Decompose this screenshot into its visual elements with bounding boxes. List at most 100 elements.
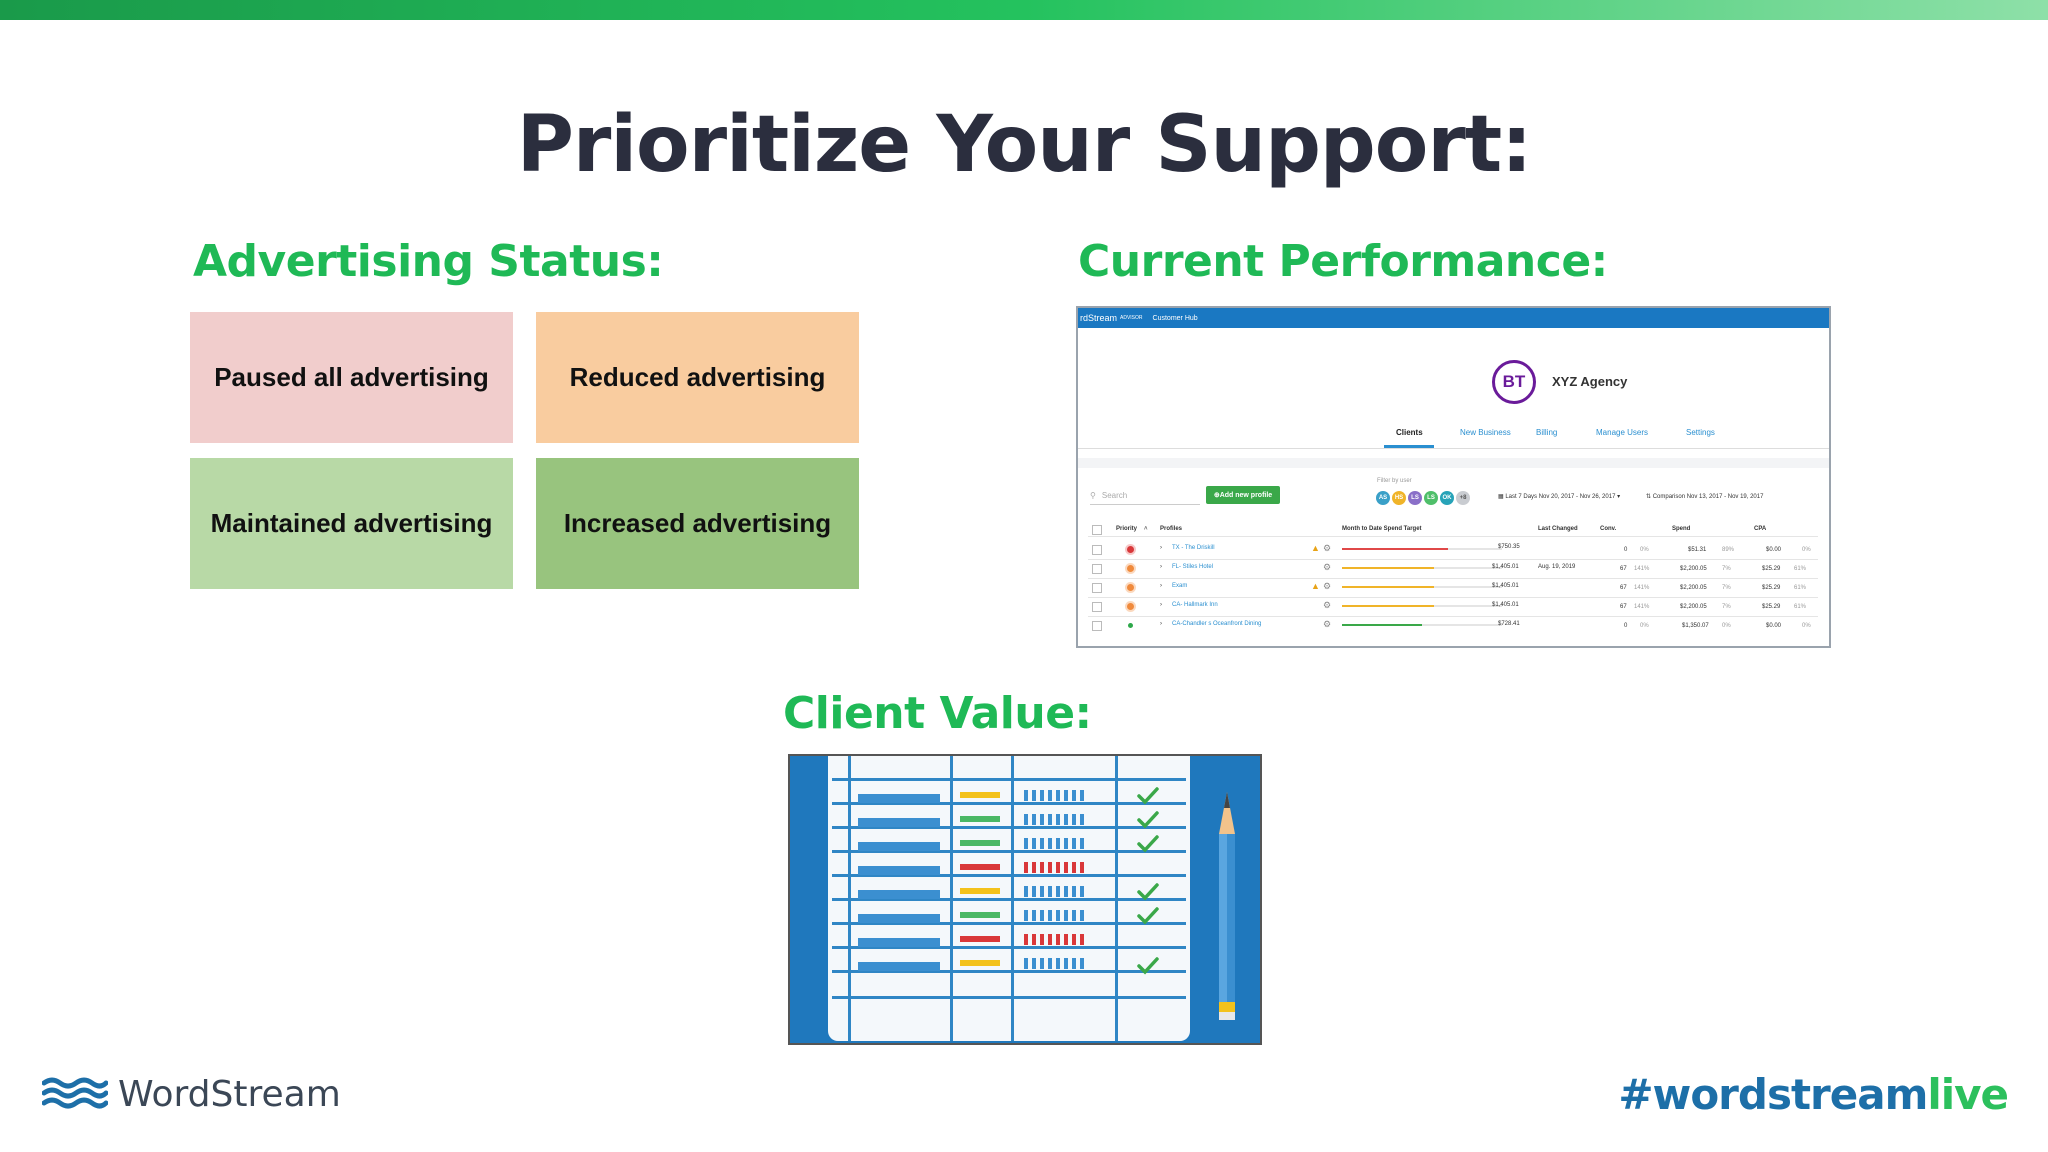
date-range-picker[interactable]: ▦ Last 7 Days Nov 20, 2017 - Nov 26, 201… xyxy=(1498,494,1621,500)
row-checkbox[interactable] xyxy=(1092,564,1102,574)
cell-bar xyxy=(858,794,940,803)
user-avatar[interactable]: HS xyxy=(1392,491,1406,505)
tab-manage-users[interactable]: Manage Users xyxy=(1596,428,1649,437)
col-conv[interactable]: Conv. xyxy=(1600,526,1617,532)
check-icon xyxy=(1137,883,1159,901)
tick-cells xyxy=(1024,838,1088,849)
tick-cells xyxy=(1024,958,1088,969)
col-spend[interactable]: Spend xyxy=(1672,526,1691,532)
col-priority[interactable]: Priority xyxy=(1116,526,1138,532)
spend-bar-fill xyxy=(1342,586,1434,588)
performance-screenshot: rdStream ADVISOR Customer Hub BT XYZ Age… xyxy=(1076,306,1831,648)
user-avatar[interactable]: LS xyxy=(1408,491,1422,505)
gear-icon[interactable]: ⚙ xyxy=(1323,600,1332,610)
profile-link[interactable]: CA-Chandler s Oceanfront Dining xyxy=(1172,621,1262,627)
spend-value: $2,200.05 xyxy=(1680,585,1707,591)
col-spend-target[interactable]: Month to Date Spend Target xyxy=(1342,526,1422,532)
status-box-increased: Increased advertising xyxy=(536,458,859,589)
col-last-changed[interactable]: Last Changed xyxy=(1538,526,1578,532)
conv-pct: 141% xyxy=(1634,585,1650,591)
add-profile-button[interactable]: ⊕Add new profile xyxy=(1206,486,1280,504)
spend-target-value: $1,405.01 xyxy=(1492,564,1519,570)
last-changed-value: Aug. 19, 2019 xyxy=(1538,564,1576,570)
tab-settings[interactable]: Settings xyxy=(1686,428,1715,437)
row-checkbox[interactable] xyxy=(1092,545,1102,555)
select-all-checkbox[interactable] xyxy=(1092,525,1102,535)
gear-icon[interactable]: ⚙ xyxy=(1323,581,1332,591)
cpa-pct: 61% xyxy=(1794,604,1807,610)
check-icon xyxy=(1137,835,1159,853)
expand-chevron-icon[interactable]: › xyxy=(1160,583,1162,589)
tab-new-business[interactable]: New Business xyxy=(1460,428,1511,437)
status-dash xyxy=(960,912,1000,918)
grid-line xyxy=(832,826,1186,829)
cpa-value: $25.29 xyxy=(1762,604,1781,610)
conv-pct: 0% xyxy=(1640,547,1649,553)
status-box-label: Increased advertising xyxy=(563,508,832,538)
perf-app-header: rdStream ADVISOR Customer Hub xyxy=(1078,308,1829,328)
spend-bar-fill xyxy=(1342,624,1422,626)
expand-chevron-icon[interactable]: › xyxy=(1160,564,1162,570)
user-avatar[interactable]: AS xyxy=(1376,491,1390,505)
gear-icon[interactable]: ⚙ xyxy=(1323,562,1332,572)
check-icon xyxy=(1137,957,1159,975)
gear-icon[interactable]: ⚙ xyxy=(1323,543,1332,553)
tab-billing[interactable]: Billing xyxy=(1536,428,1558,437)
tab-clients[interactable]: Clients xyxy=(1396,428,1423,437)
agency-name: XYZ Agency xyxy=(1552,374,1628,389)
search-input[interactable]: ⚲ Search xyxy=(1090,486,1200,505)
status-box-paused: Paused all advertising xyxy=(190,312,513,443)
expand-chevron-icon[interactable]: › xyxy=(1160,545,1162,551)
check-icon xyxy=(1137,787,1159,805)
status-dash xyxy=(960,960,1000,966)
current-performance-heading: Current Performance: xyxy=(1078,236,1608,287)
check-icon xyxy=(1137,811,1159,829)
perf-hub-link[interactable]: Customer Hub xyxy=(1152,314,1198,322)
top-accent-bar xyxy=(0,0,2048,20)
agency-logo: BT xyxy=(1492,360,1536,404)
spend-value: $2,200.05 xyxy=(1680,566,1707,572)
conv-value: 0 xyxy=(1624,623,1628,629)
comparison-text: Comparison Nov 13, 2017 - Nov 19, 2017 xyxy=(1652,494,1764,500)
row-checkbox[interactable] xyxy=(1092,583,1102,593)
col-cpa[interactable]: CPA xyxy=(1754,526,1767,532)
swap-icon: ⇅ xyxy=(1646,494,1653,500)
wordstream-waves-icon xyxy=(42,1077,108,1109)
profile-link[interactable]: Exam xyxy=(1172,583,1188,589)
more-users-avatar[interactable]: +8 xyxy=(1456,491,1470,505)
cpa-pct: 61% xyxy=(1794,585,1807,591)
filter-label: Filter by user xyxy=(1377,478,1412,484)
user-avatar[interactable]: LS xyxy=(1424,491,1438,505)
spend-pct: 0% xyxy=(1722,623,1731,629)
priority-dot xyxy=(1127,546,1134,553)
comparison-range[interactable]: ⇅ Comparison Nov 13, 2017 - Nov 19, 2017 xyxy=(1646,493,1763,500)
user-avatar[interactable]: OK xyxy=(1440,491,1454,505)
status-dash xyxy=(960,936,1000,942)
profile-link[interactable]: TX - The Driskill xyxy=(1172,545,1215,551)
spend-pct: 7% xyxy=(1722,604,1731,610)
expand-chevron-icon[interactable]: › xyxy=(1160,621,1162,627)
sort-arrow-icon[interactable]: ˄ xyxy=(1144,526,1148,532)
perf-gray-band xyxy=(1078,458,1829,468)
tick-cells xyxy=(1024,814,1088,825)
cell-bar xyxy=(858,818,940,827)
col-profiles[interactable]: Profiles xyxy=(1160,526,1183,532)
expand-chevron-icon[interactable]: › xyxy=(1160,602,1162,608)
perf-tabs: Clients New Business Billing Manage User… xyxy=(1078,428,1829,444)
client-value-illustration xyxy=(788,754,1262,1045)
gear-icon[interactable]: ⚙ xyxy=(1323,619,1332,629)
header-divider xyxy=(1088,536,1818,537)
plus-icon: ⊕ xyxy=(1213,492,1220,499)
slide-title: Prioritize Your Support: xyxy=(516,100,1533,190)
profile-link[interactable]: CA- Hallmark Inn xyxy=(1172,602,1218,608)
cell-bar xyxy=(858,938,940,947)
tick-cells xyxy=(1024,934,1088,945)
grid-line xyxy=(832,970,1186,973)
row-checkbox[interactable] xyxy=(1092,602,1102,612)
spend-target-value: $750.35 xyxy=(1498,544,1520,550)
row-checkbox[interactable] xyxy=(1092,621,1102,631)
spend-target-value: $728.41 xyxy=(1498,621,1520,627)
cpa-value: $25.29 xyxy=(1762,566,1781,572)
profile-link[interactable]: FL- Stiles Hotel xyxy=(1172,564,1214,570)
tab-divider xyxy=(1078,448,1829,449)
